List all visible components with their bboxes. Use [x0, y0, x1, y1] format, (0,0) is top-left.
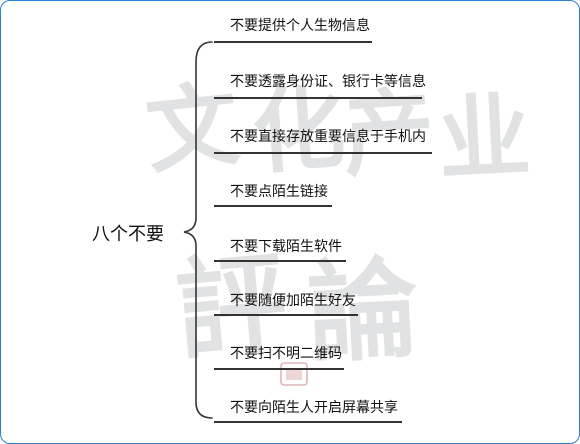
- branch-label: 不要点陌生链接: [230, 184, 328, 200]
- branch-underline: [214, 205, 332, 207]
- root-node: 八个不要: [92, 224, 164, 245]
- branch-label: 不要透露身份证、银行卡等信息: [230, 74, 426, 90]
- branch-label: 不要下载陌生软件: [230, 239, 342, 255]
- watermark-char: 化: [249, 73, 348, 187]
- branch-label: 不要扫不明二维码: [230, 346, 342, 362]
- branch-underline: [214, 41, 372, 43]
- branch-label: 不要随便加陌生好友: [230, 293, 356, 309]
- watermark-char: 产: [339, 76, 438, 190]
- seal-stamp: [280, 362, 308, 386]
- watermark-char: 业: [435, 81, 533, 194]
- seal-stamp-inner: [286, 368, 302, 380]
- branch-underline: [214, 421, 402, 423]
- branch-underline: [214, 97, 422, 99]
- watermark-char: 論: [305, 243, 422, 378]
- branch-underline: [214, 314, 358, 316]
- brace-connector: [183, 41, 213, 419]
- watermark-char: 文: [141, 70, 244, 187]
- branch-label: 不要向陌生人开启屏幕共享: [230, 400, 398, 416]
- branch-underline: [214, 260, 346, 262]
- branch-underline: [214, 152, 432, 154]
- branch-label: 不要提供个人生物信息: [230, 18, 370, 34]
- branch-label: 不要直接存放重要信息于手机内: [230, 129, 426, 145]
- branch-underline: [214, 368, 344, 370]
